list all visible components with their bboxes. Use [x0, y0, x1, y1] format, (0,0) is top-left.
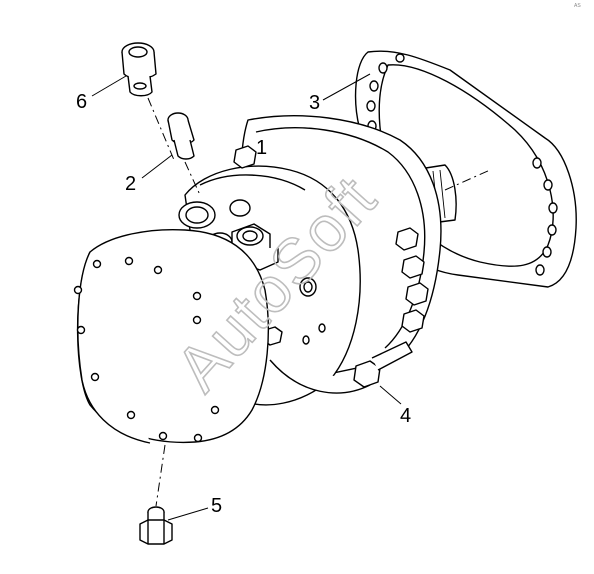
callout-5: 5 [211, 495, 222, 517]
end-cap [73, 228, 269, 444]
callout-4: 4 [400, 405, 411, 427]
callout-1: 1 [256, 137, 267, 159]
fitting-part-2 [167, 112, 195, 160]
bolt-part-4 [353, 341, 413, 388]
center-lines [147, 97, 491, 507]
callout-2: 2 [125, 173, 136, 195]
corner-mark: AS [574, 3, 581, 9]
fitting-part-6 [121, 42, 157, 97]
housing-bolts [233, 145, 429, 346]
leader-lines [91, 73, 402, 521]
callout-6: 6 [76, 91, 87, 113]
callout-3: 3 [309, 92, 320, 114]
fitting-part-5 [139, 506, 173, 545]
